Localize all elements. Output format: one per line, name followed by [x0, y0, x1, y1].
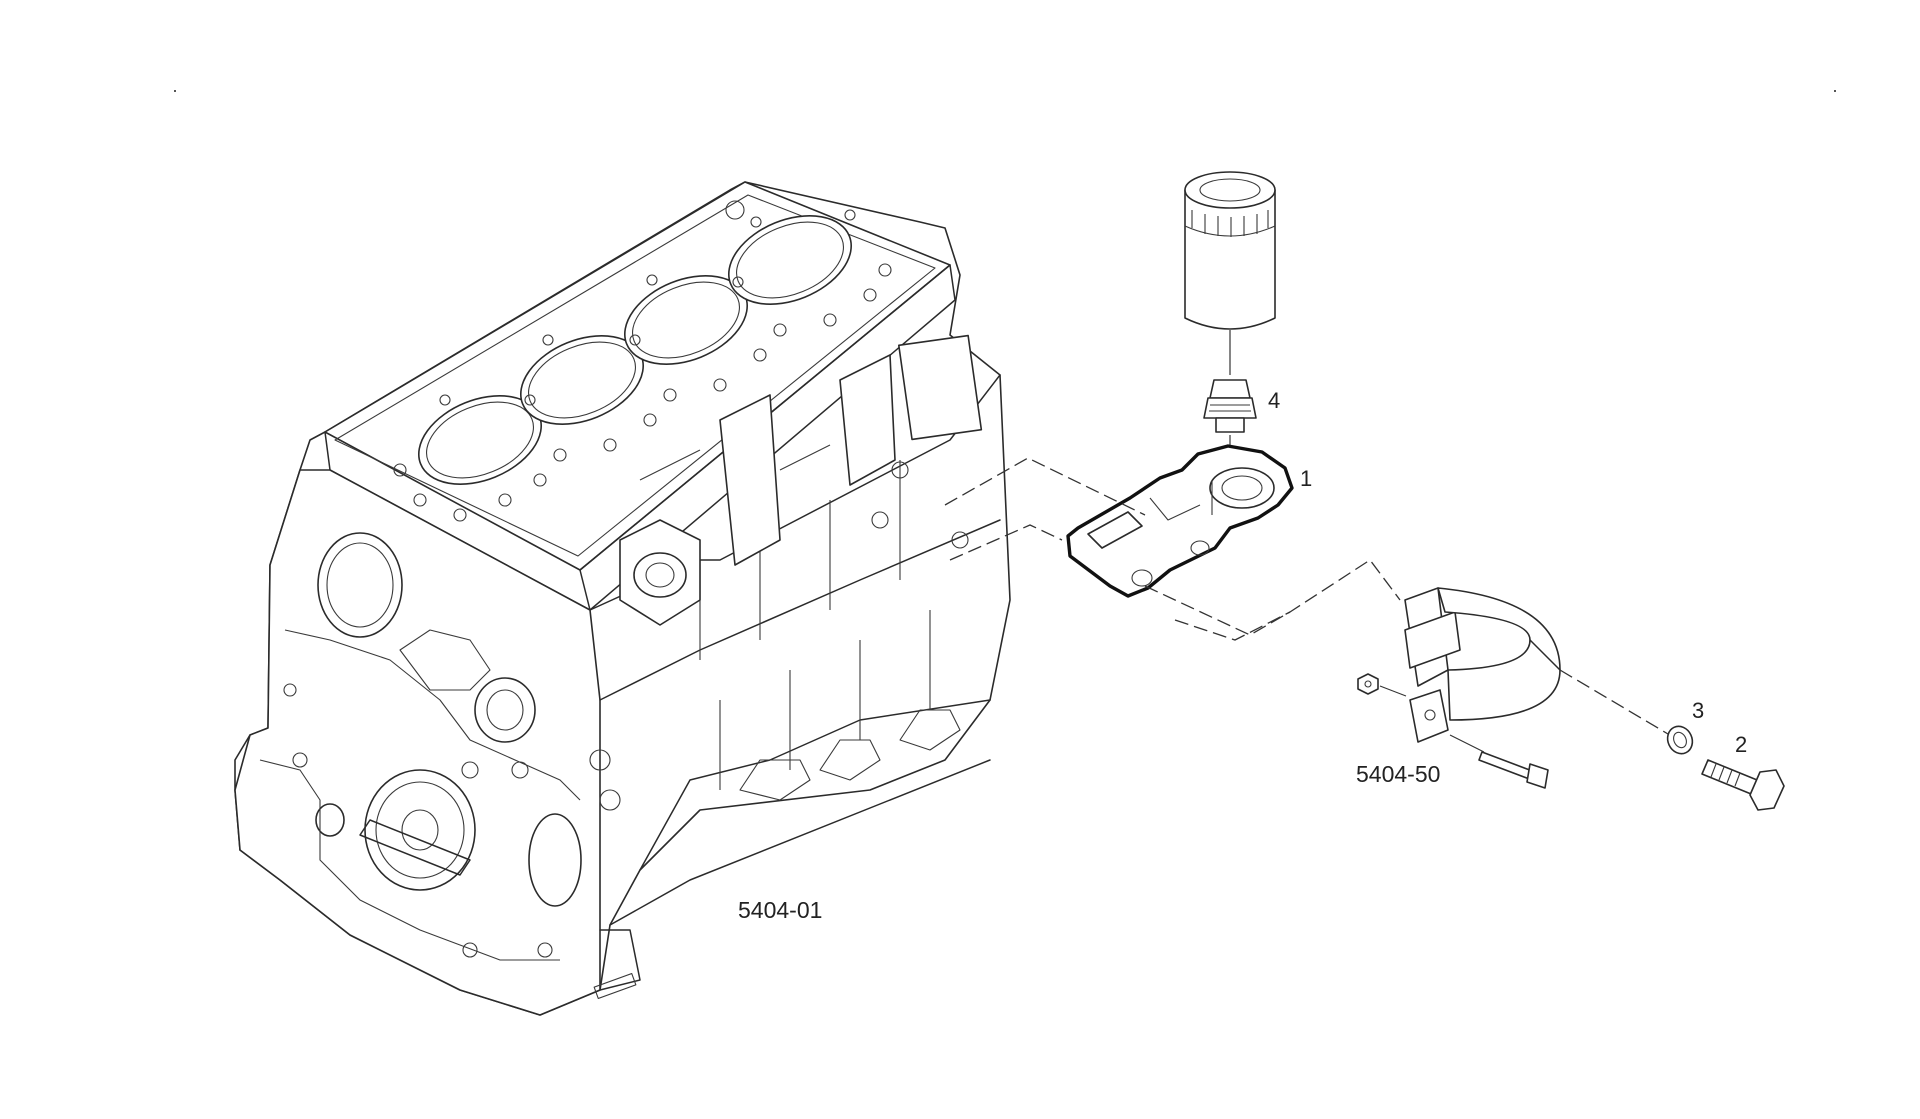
callout-1: 1 — [1300, 466, 1312, 491]
leader-lines — [944, 457, 1669, 735]
engine-block — [234, 181, 1011, 1016]
bolt — [1701, 759, 1785, 811]
axis-line-bracket-bolt — [1449, 734, 1485, 753]
corner-mark-left — [174, 90, 176, 92]
corner-mark-right — [1834, 90, 1836, 92]
callout-4: 4 — [1268, 388, 1280, 413]
washer — [1666, 725, 1694, 755]
reference-label-block: 5404-01 — [738, 897, 822, 923]
nut — [1357, 673, 1379, 695]
reference-label-bracket: 5404-50 — [1356, 761, 1440, 787]
axis-line-nut — [1379, 685, 1407, 697]
bracket-bolt — [1478, 751, 1549, 789]
callout-3: 3 — [1692, 698, 1704, 723]
callout-2: 2 — [1735, 732, 1747, 757]
threaded-nipple — [1203, 379, 1257, 433]
oil-filter-head — [1066, 444, 1294, 598]
filter-bracket — [1404, 587, 1561, 743]
oil-filter — [1184, 171, 1276, 330]
